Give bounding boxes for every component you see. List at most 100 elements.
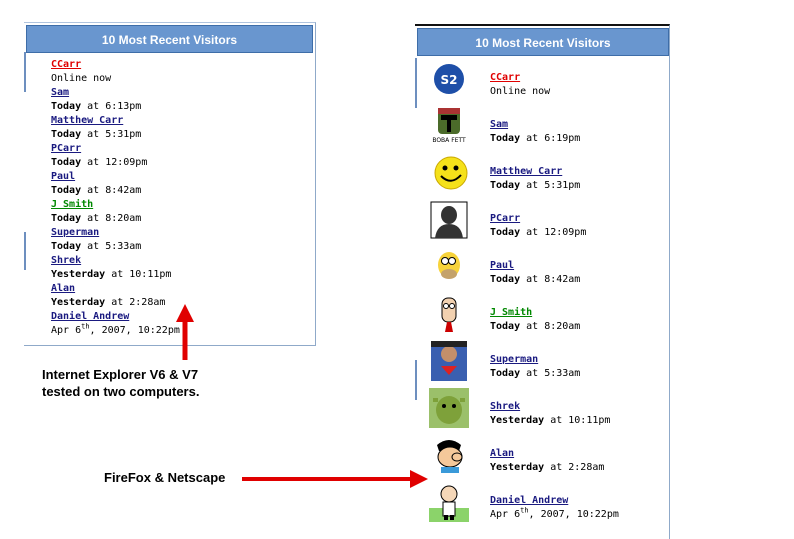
visit-time: Yesterday at 2:28am: [51, 296, 165, 310]
visitor-name-link[interactable]: Superman: [51, 227, 100, 238]
visit-time-text: at 2:28am: [544, 462, 605, 473]
visit-time-text: at 6:19pm: [520, 133, 581, 144]
ie-left-border-accent: [24, 232, 26, 270]
visit-day: Today: [51, 129, 82, 140]
visit-time-text: at 10:11pm: [544, 415, 611, 426]
ie-panel-title: 10 Most Recent Visitors: [26, 25, 313, 53]
visitor-name-link[interactable]: Alan: [490, 448, 515, 459]
boba-fett-avatar-icon: BOBA FETT: [429, 106, 469, 146]
visit-time-rest: , 2007, 10:22pm: [89, 325, 180, 336]
cartoon-boy-avatar-icon: [429, 482, 469, 522]
visit-time: Today at 12:09pm: [490, 226, 586, 240]
visitor-name-link[interactable]: PCarr: [490, 213, 521, 224]
dilbert-avatar-icon: [429, 294, 469, 334]
visit-time-text: at 10:11pm: [105, 269, 172, 280]
visit-time: Today at 8:42am: [51, 184, 141, 198]
visit-time-text: at 8:20am: [520, 321, 581, 332]
ie-annotation-line2: tested on two computers.: [42, 384, 200, 399]
visit-time-text: Apr 6: [490, 509, 521, 520]
visitor-name-link[interactable]: CCarr: [490, 72, 521, 83]
visitor-name-link[interactable]: Paul: [490, 260, 515, 271]
ie-annotation-line1: Internet Explorer V6 & V7: [42, 367, 199, 382]
ie-annotation: Internet Explorer V6 & V7 tested on two …: [42, 366, 199, 400]
ff-annotation: FireFox & Netscape: [104, 470, 226, 485]
visitor-name-link[interactable]: Daniel Andrew: [51, 311, 130, 322]
visitor-name-link[interactable]: PCarr: [51, 143, 82, 154]
visitor-name-link[interactable]: Sam: [490, 119, 509, 130]
visitor-name-link[interactable]: Shrek: [490, 401, 521, 412]
visit-time: Today at 8:42am: [490, 273, 580, 287]
shrek-avatar-icon: [429, 388, 469, 428]
visit-day: Today: [51, 157, 82, 168]
ordinal-suffix: th: [520, 506, 529, 515]
smiley-avatar-icon: [429, 153, 469, 193]
visit-time-rest: , 2007, 10:22pm: [528, 509, 619, 520]
ff-panel-title: 10 Most Recent Visitors: [417, 28, 669, 56]
visit-day: Yesterday: [51, 269, 106, 280]
visit-day: Today: [51, 241, 82, 252]
visit-day: Yesterday: [51, 297, 106, 308]
visit-time-text: at 8:20am: [81, 213, 142, 224]
visitor-name-link[interactable]: J Smith: [51, 199, 94, 210]
visit-time: Today at 5:31pm: [490, 179, 580, 193]
visitor-name-link[interactable]: Daniel Andrew: [490, 495, 569, 506]
visitor-name-link[interactable]: Paul: [51, 171, 76, 182]
silhouette-avatar-icon: [429, 200, 469, 240]
visit-time: Apr 6th, 2007, 10:22pm: [51, 322, 180, 338]
visit-day: Today: [51, 101, 82, 112]
ie-visitors-panel: 10 Most Recent Visitors: [24, 22, 316, 346]
visit-time-text: Online now: [51, 73, 112, 84]
visit-time: Today at 6:19pm: [490, 132, 580, 146]
visitor-name-link[interactable]: Shrek: [51, 255, 82, 266]
fred-flintstone-avatar-icon: [429, 435, 469, 475]
visitor-name-link[interactable]: Superman: [490, 354, 539, 365]
visit-time: Today at 12:09pm: [51, 156, 147, 170]
visit-time-text: at 5:33am: [81, 241, 142, 252]
ff-left-border-accent: [415, 360, 417, 400]
ff-left-border-accent: [415, 58, 417, 108]
visit-day: Today: [51, 185, 82, 196]
visit-time-text: at 5:31pm: [81, 129, 142, 140]
visit-day: Today: [51, 213, 82, 224]
visit-time-text: at 12:09pm: [520, 227, 587, 238]
homer-avatar-icon: [429, 247, 469, 287]
visit-time-text: at 5:31pm: [520, 180, 581, 191]
visitor-name-link[interactable]: J Smith: [490, 307, 533, 318]
visitor-name-link[interactable]: Matthew Carr: [490, 166, 563, 177]
visitor-name-link[interactable]: Alan: [51, 283, 76, 294]
visitor-name-link[interactable]: Matthew Carr: [51, 115, 124, 126]
visit-day: Today: [490, 180, 521, 191]
visit-time-text: at 8:42am: [81, 185, 142, 196]
ordinal-suffix: th: [81, 322, 90, 331]
visit-time-text: at 12:09pm: [81, 157, 148, 168]
visitor-name-link[interactable]: CCarr: [51, 59, 82, 70]
visit-day: Yesterday: [490, 415, 545, 426]
visit-day: Today: [490, 321, 521, 332]
visit-time: Online now: [490, 85, 550, 99]
visit-time: Today at 5:33am: [51, 240, 141, 254]
visitor-name-link[interactable]: Sam: [51, 87, 70, 98]
visit-time: Today at 8:20am: [51, 212, 141, 226]
visit-time: Today at 6:13pm: [51, 100, 141, 114]
visit-day: Today: [490, 133, 521, 144]
visit-time-text: Apr 6: [51, 325, 82, 336]
up-arrow-icon: [176, 304, 194, 360]
